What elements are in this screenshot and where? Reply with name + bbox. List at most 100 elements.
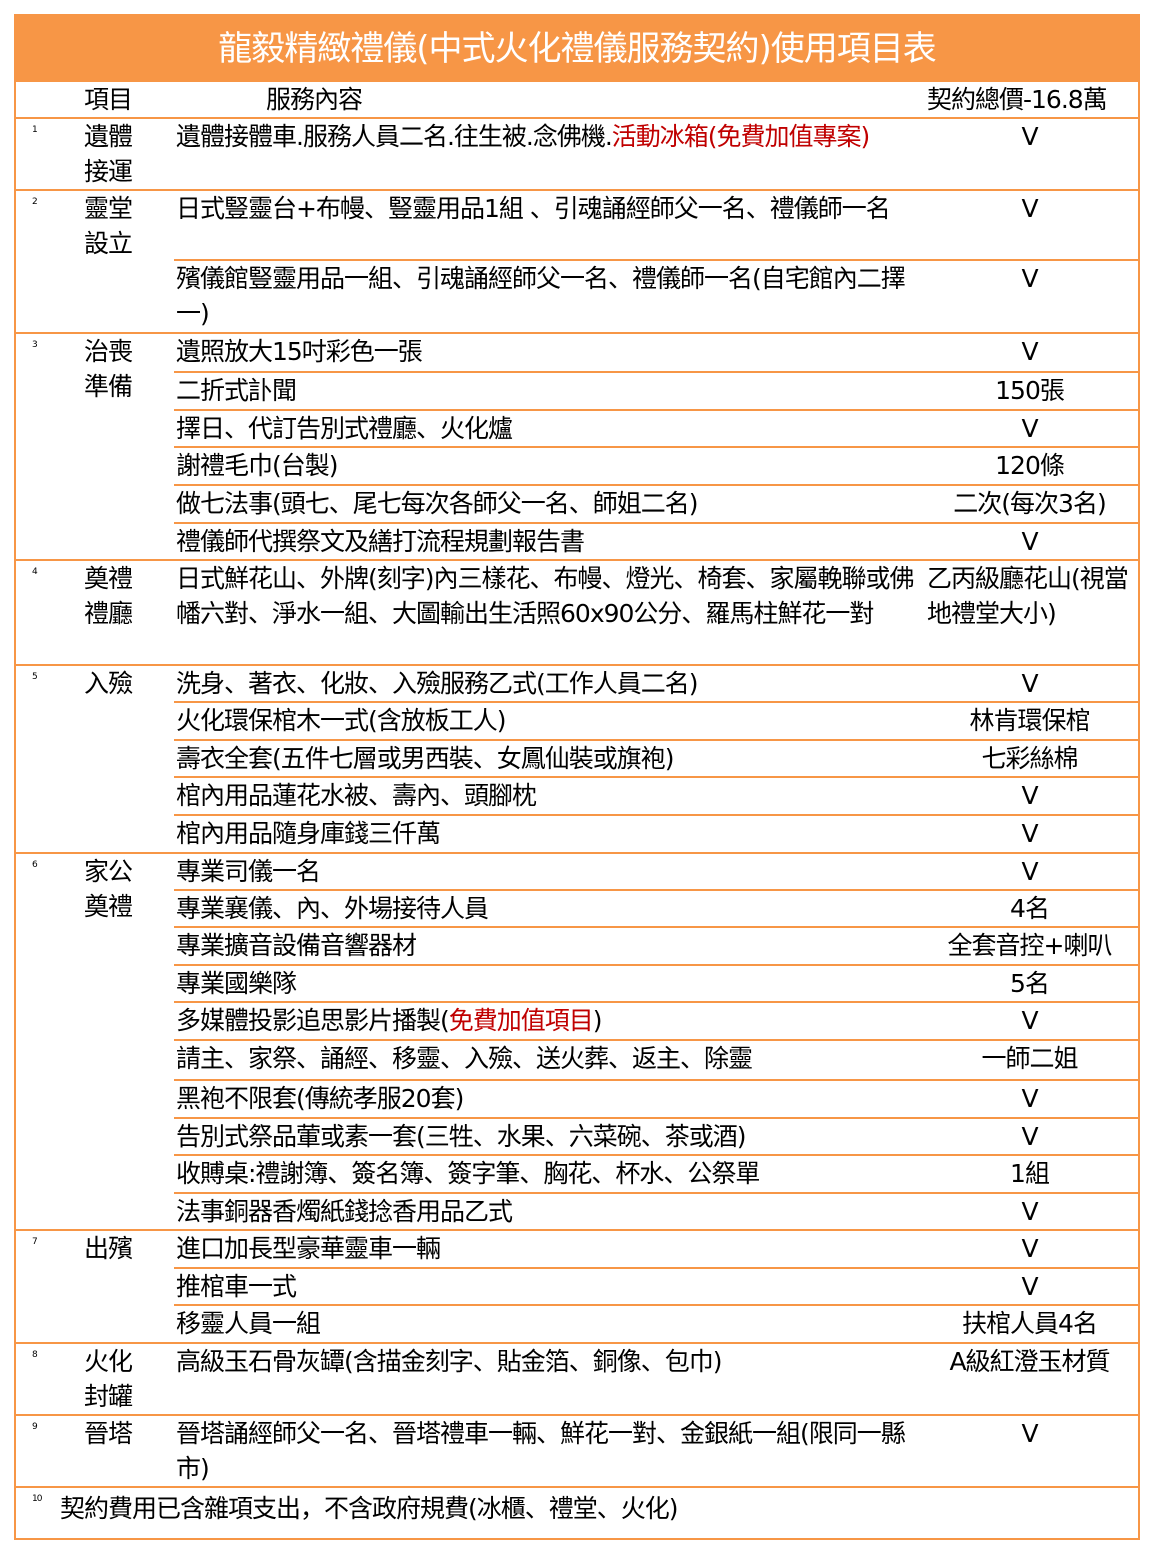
table-row: 做七法事(頭七、尾七每次各師父一名、師姐二名) 二次(每次3名) — [16, 484, 1138, 523]
service-content: 火化環保棺木一式(含放板工人) — [174, 701, 921, 740]
item-number: 2 — [16, 189, 84, 333]
content-text: 洗身、著衣、化妝、入殮服務乙式(工作人員二名) — [176, 669, 699, 698]
table-row: 殯儀館豎靈用品一組、引魂誦經師父一名、禮儀師一名(自宅館內二擇一)V — [16, 259, 1138, 333]
service-content: 洗身、著衣、化妝、入殮服務乙式(工作人員二名) — [174, 664, 921, 702]
content-text: 進口加長型豪華靈車一輛 — [176, 1234, 441, 1263]
content-text: 殯儀館豎靈用品一組、引魂誦經師父一名、禮儀師一名(自宅館內二擇一) — [176, 264, 906, 328]
service-content: 高級玉石骨灰罈(含描金刻字、貼金箔、銅像、包巾) — [174, 1342, 921, 1415]
service-content: 專業司儀一名 — [174, 852, 921, 890]
header-item: 項目 — [84, 85, 133, 114]
item-category: 遺體接運 — [84, 122, 133, 186]
item-category-cell: 入殮 — [84, 664, 174, 853]
item-category: 出殯 — [84, 1234, 133, 1263]
table-row: 擇日、代訂告別式禮廳、火化爐 V — [16, 409, 1138, 447]
included-value: V — [921, 522, 1138, 560]
service-content: 移靈人員一組 — [174, 1304, 921, 1343]
item-category-cell: 火化封罐 — [84, 1342, 174, 1415]
content-text: 告別式祭品葷或素一套(三牲、水果、六菜碗、茶或酒) — [176, 1122, 747, 1151]
header-blank — [16, 82, 84, 118]
content-text: 日式豎靈台+布幔、豎靈用品1組 、引魂誦經師父一名、禮儀師一名 — [176, 194, 891, 223]
included-value: V — [921, 1267, 1138, 1305]
included-value: 扶棺人員4名 — [921, 1304, 1138, 1343]
content-text: 黑袍不限套(傳統孝服20套) — [176, 1084, 464, 1113]
included-value: V — [921, 664, 1138, 702]
table-row: 火化環保棺木一式(含放板工人)林肯環保棺 — [16, 701, 1138, 740]
item-category: 入殮 — [84, 669, 133, 698]
item-number: 7 — [16, 1229, 84, 1343]
footer-row: 10 契約費用已含雜項支出，不含政府規費(冰櫃、禮堂、火化) — [16, 1486, 1138, 1538]
included-value: 林肯環保棺 — [921, 701, 1138, 740]
item-category: 晉塔 — [84, 1419, 133, 1448]
content-text: 二折式訃聞 — [176, 376, 297, 405]
table-row: 專業擴音設備音響器材 全套音控+喇叭 — [16, 926, 1138, 965]
free-bonus-text: 免費加值項目 — [448, 1006, 594, 1035]
table-row: 壽衣全套(五件七層或男西裝、女鳳仙裝或旗袍) 七彩絲棉 — [16, 739, 1138, 777]
service-content: 禮儀師代撰祭文及繕打流程規劃報告書 — [174, 522, 921, 560]
item-number: 9 — [16, 1414, 84, 1487]
service-content: 進口加長型豪華靈車一輛 — [174, 1229, 921, 1268]
included-value: 二次(每次3名) — [921, 484, 1138, 523]
service-content: 告別式祭品葷或素一套(三牲、水果、六菜碗、茶或酒) — [174, 1117, 921, 1155]
service-content: 多媒體投影追思影片播製(免費加值項目) — [174, 1001, 921, 1040]
item-number: 3 — [16, 332, 84, 560]
service-content: 擇日、代訂告別式禮廳、火化爐 — [174, 409, 921, 447]
content-text: 請主、家祭、誦經、移靈、入殮、送火葬、返主、除靈 — [176, 1044, 753, 1073]
service-content: 遺體接體車.服務人員二名.往生被.念佛機.活動冰箱(免費加值專案) — [174, 117, 921, 190]
included-value: V — [921, 1229, 1138, 1268]
content-text: 壽衣全套(五件七層或男西裝、女鳳仙裝或旗袍) — [176, 744, 675, 773]
included-value: 七彩絲棉 — [921, 739, 1138, 777]
service-content: 壽衣全套(五件七層或男西裝、女鳳仙裝或旗袍) — [174, 739, 921, 777]
table-row: 移靈人員一組扶棺人員4名 — [16, 1304, 1138, 1343]
item-category-cell: 家公奠禮 — [84, 852, 174, 1230]
service-content: 棺內用品隨身庫錢三仟萬 — [174, 814, 921, 853]
included-value: V — [921, 409, 1138, 447]
included-value: A級紅澄玉材質 — [921, 1342, 1138, 1415]
service-content: 日式鮮花山、外牌(刻字)內三樣花、布幔、燈光、椅套、家屬輓聯或佛幡六對、淨水一組… — [174, 559, 921, 665]
service-content: 專業國樂隊 — [174, 964, 921, 1002]
service-content: 殯儀館豎靈用品一組、引魂誦經師父一名、禮儀師一名(自宅館內二擇一) — [174, 259, 921, 333]
service-content: 黑袍不限套(傳統孝服20套) — [174, 1079, 921, 1118]
included-value: V — [921, 1117, 1138, 1155]
service-content: 收賻桌:禮謝簿、簽名簿、簽字筆、胸花、杯水、公祭單 — [174, 1154, 921, 1193]
content-text: 高級玉石骨灰罈(含描金刻字、貼金箔、銅像、包巾) — [176, 1347, 723, 1376]
content-text: 做七法事(頭七、尾七每次各師父一名、師姐二名) — [176, 489, 699, 518]
included-value: V — [921, 332, 1138, 372]
content-text: 棺內用品隨身庫錢三仟萬 — [176, 819, 441, 848]
included-value: 全套音控+喇叭 — [921, 926, 1138, 965]
table-row: 黑袍不限套(傳統孝服20套)V — [16, 1079, 1138, 1118]
item-category-cell: 靈堂設立 — [84, 189, 174, 333]
page-title: 龍毅精緻禮儀(中式火化禮儀服務契約)使用項目表 — [16, 16, 1138, 82]
content-text: 擇日、代訂告別式禮廳、火化爐 — [176, 414, 513, 443]
content-text: 遺照放大15吋彩色一張 — [176, 337, 423, 366]
content-text: 推棺車一式 — [176, 1272, 297, 1301]
table-row: 請主、家祭、誦經、移靈、入殮、送火葬、返主、除靈 一師二姐 — [16, 1039, 1138, 1080]
footer-note: 契約費用已含雜項支出，不含政府規費(冰櫃、禮堂、火化) — [60, 1486, 1114, 1538]
content-text: 日式鮮花山、外牌(刻字)內三樣花、布幔、燈光、椅套、家屬輓聯或佛幡六對、淨水一組… — [176, 564, 915, 628]
item-category: 家公奠禮 — [84, 857, 133, 921]
item-category-cell: 遺體接運 — [84, 117, 174, 190]
header-price: 契約總價-16.8萬 — [927, 85, 1108, 114]
included-value: 一師二姐 — [921, 1039, 1138, 1080]
included-value: V — [921, 852, 1138, 890]
service-content: 專業擴音設備音響器材 — [174, 926, 921, 965]
table-row: 多媒體投影追思影片播製(免費加值項目)V — [16, 1001, 1138, 1040]
content-text: 專業國樂隊 — [176, 969, 297, 998]
contract-item-sheet: 龍毅精緻禮儀(中式火化禮儀服務契約)使用項目表 項目 服務內容 契約總價-16.… — [14, 14, 1140, 1540]
content-text: 專業擴音設備音響器材 — [176, 931, 417, 960]
item-category-cell: 晉塔 — [84, 1414, 174, 1487]
